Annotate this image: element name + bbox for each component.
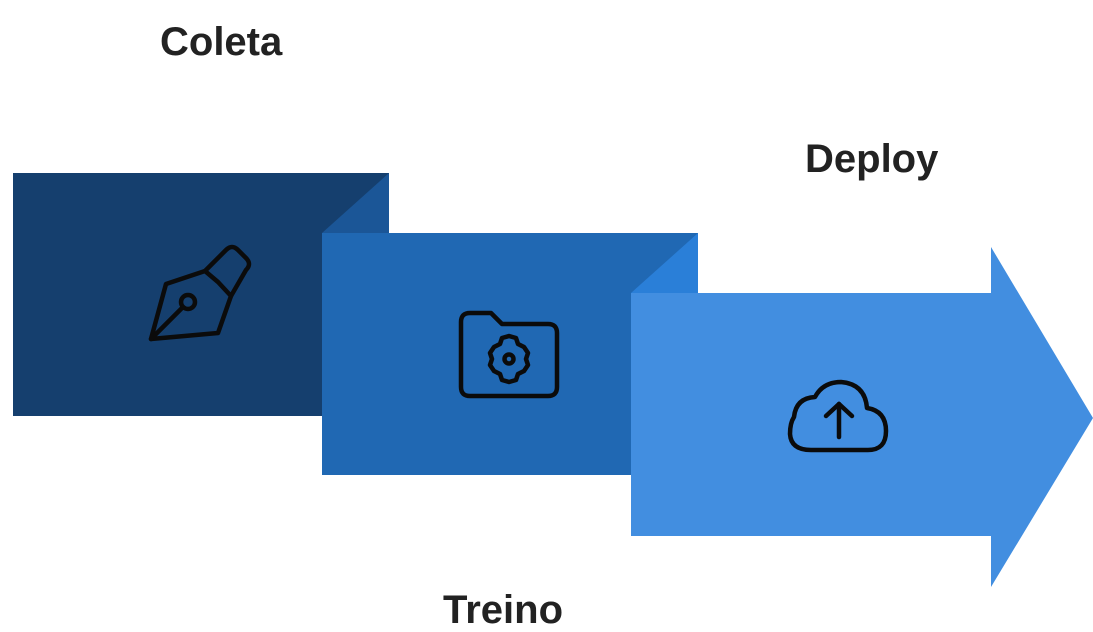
folder-gear-icon xyxy=(458,310,560,399)
treino-block-fold xyxy=(631,233,698,293)
step-label-treino: Treino xyxy=(443,588,564,632)
coleta-block-fold xyxy=(322,173,389,233)
cloud-upload-icon xyxy=(787,379,889,453)
step-label-deploy: Deploy xyxy=(805,137,939,181)
deploy-arrow xyxy=(631,247,1093,587)
pen-nib-icon xyxy=(148,244,252,342)
step-label-coleta: Coleta xyxy=(160,20,283,64)
